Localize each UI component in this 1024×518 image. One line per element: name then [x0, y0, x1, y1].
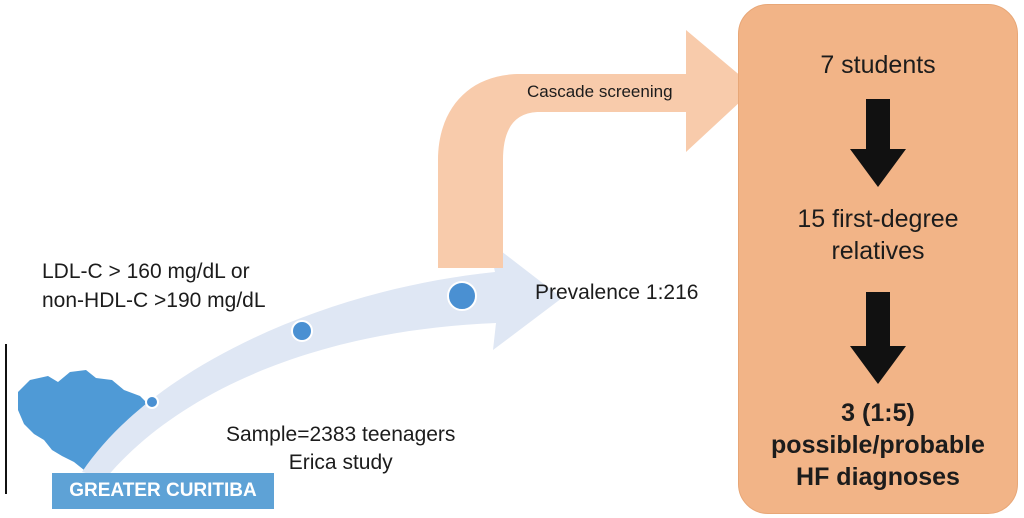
- diagnoses-line-1: 3 (1:5): [841, 399, 915, 427]
- cascade-arrow: [438, 30, 755, 268]
- blue-curved-arrow: [82, 241, 562, 478]
- region-label: GREATER CURITIBA: [52, 473, 274, 509]
- outcome-box: 7 students 15 first-degree relatives 3 (…: [738, 4, 1018, 514]
- sample-line-1: Sample=2383 teenagers: [226, 423, 456, 446]
- students-text: 7 students: [820, 51, 936, 79]
- down-arrow-icon: [850, 99, 906, 187]
- relatives-line-1: 15 first-degree: [797, 205, 959, 233]
- marker-medium: [291, 320, 313, 342]
- prevalence-label: Prevalence 1:216: [535, 281, 699, 304]
- diagnoses-line-2: possible/probable: [771, 431, 985, 459]
- diagnoses-text: 3 (1:5) possible/probable HF diagnoses: [739, 397, 1017, 493]
- sample-text: Sample=2383 teenagers Erica study: [226, 421, 455, 477]
- cascade-screening-label: Cascade screening: [527, 82, 673, 101]
- diagnoses-line-3: HF diagnoses: [796, 463, 960, 491]
- marker-small: [145, 395, 159, 409]
- sample-line-2: Erica study: [288, 451, 393, 474]
- relatives-text: 15 first-degree relatives: [739, 203, 1017, 267]
- relatives-line-2: relatives: [831, 237, 925, 265]
- criteria-line-1: LDL-C > 160 mg/dL or: [42, 260, 250, 283]
- ldl-criteria-text: LDL-C > 160 mg/dL or non-HDL-C >190 mg/d…: [42, 257, 266, 315]
- criteria-line-2: non-HDL-C >190 mg/dL: [42, 289, 266, 312]
- marker-large: [447, 281, 477, 311]
- down-arrow-icon: [850, 292, 906, 384]
